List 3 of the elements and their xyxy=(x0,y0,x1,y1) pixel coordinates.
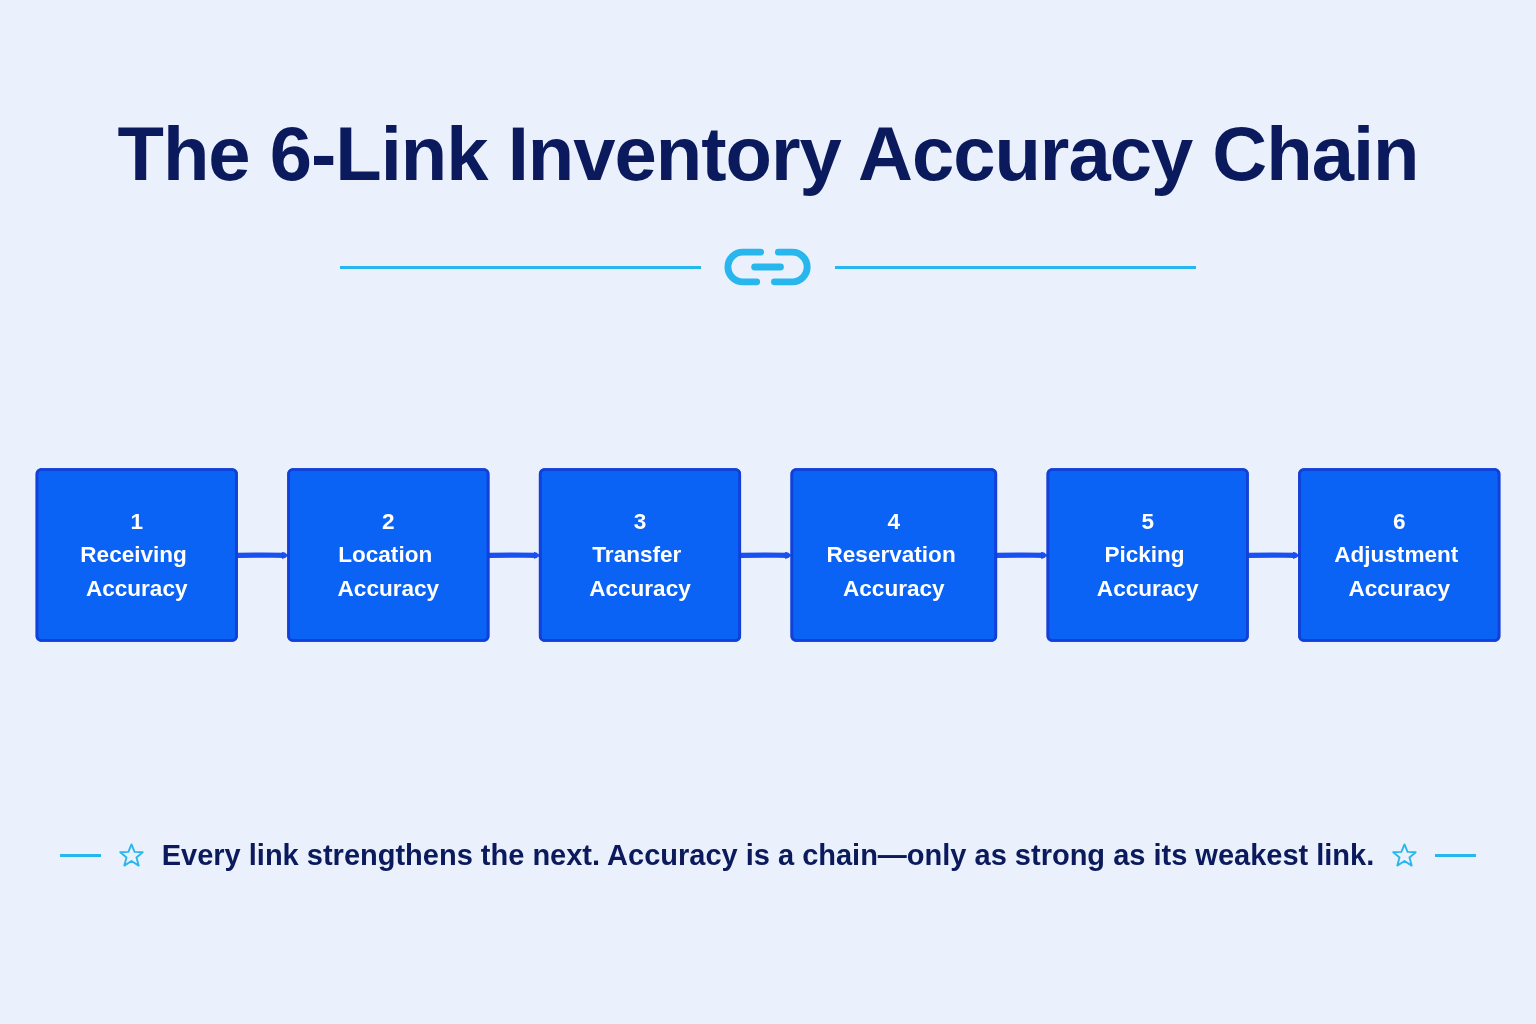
caption: Every link strengthens the next. Accuracy is a chain—only as strong as its weakest link. xyxy=(161,838,1375,872)
arrow xyxy=(488,551,541,560)
title: The 6-Link Inventory Accuracy Chain xyxy=(117,110,1419,197)
